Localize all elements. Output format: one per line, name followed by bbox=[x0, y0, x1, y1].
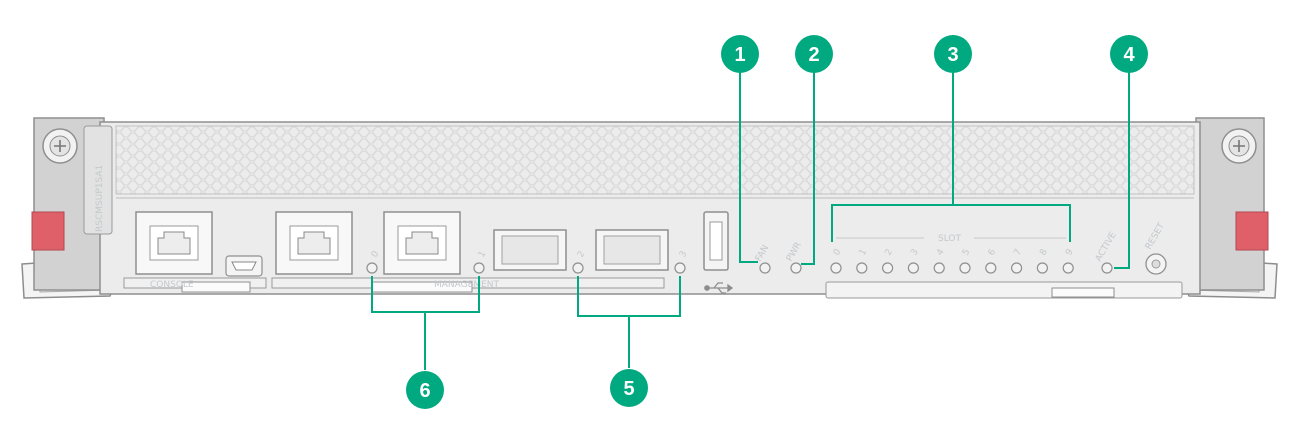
callout-6: 6 bbox=[406, 371, 444, 409]
slot-5-led bbox=[959, 262, 971, 274]
slot-6-led bbox=[985, 262, 997, 274]
slot-number-3: 3 bbox=[909, 248, 921, 258]
slot-number-7: 7 bbox=[1013, 248, 1025, 258]
callout-number: 3 bbox=[947, 44, 958, 66]
management-port-0[interactable] bbox=[275, 211, 353, 275]
callout-number: 5 bbox=[623, 378, 634, 400]
slot-number-5: 5 bbox=[961, 248, 973, 258]
slot-number-1: 1 bbox=[858, 248, 870, 258]
slot-4-led bbox=[933, 262, 945, 274]
slot-number-6: 6 bbox=[987, 247, 999, 257]
slot-7-led bbox=[1010, 262, 1023, 274]
callout-number: 1 bbox=[734, 44, 745, 66]
port-number-2: 2 bbox=[576, 250, 588, 260]
slot-8-led bbox=[1036, 262, 1049, 274]
callout-2: 2 bbox=[795, 35, 833, 73]
callout-5: 5 bbox=[610, 369, 648, 407]
slot-1-led bbox=[856, 262, 868, 274]
callout-leader-lines bbox=[371, 68, 1130, 370]
slot-number-4: 4 bbox=[935, 247, 947, 257]
sfp-port-2[interactable] bbox=[493, 229, 567, 271]
mini-usb-port[interactable] bbox=[225, 255, 263, 277]
right-retaining-tab bbox=[1235, 211, 1269, 251]
slot-0-led bbox=[830, 262, 842, 274]
right-captive-screw[interactable] bbox=[1221, 128, 1257, 164]
port-2-led bbox=[572, 262, 584, 274]
port-number-3: 3 bbox=[678, 250, 690, 260]
slot-9-led bbox=[1062, 262, 1074, 274]
slot-number-0: 0 bbox=[832, 247, 844, 257]
console-label: CONSOLE bbox=[150, 280, 194, 290]
callout-number: 6 bbox=[419, 380, 430, 402]
slot-led-group: 0 1 2 3 4 5 6 7 8 9 bbox=[830, 247, 1076, 274]
sfp-port-3[interactable] bbox=[595, 229, 669, 271]
management-label: MANAGEMENT bbox=[434, 280, 499, 290]
left-captive-screw[interactable] bbox=[42, 128, 78, 164]
slot-2-led bbox=[881, 262, 894, 274]
port-number-1: 1 bbox=[477, 250, 489, 260]
callout-number: 2 bbox=[808, 44, 819, 66]
port-3-led bbox=[674, 262, 686, 274]
callout-3: 3 bbox=[934, 35, 972, 73]
slot-label: SLOT bbox=[938, 234, 961, 244]
reset-button[interactable] bbox=[1145, 253, 1167, 275]
pwr-led bbox=[790, 262, 802, 274]
module-label: RSCMSUP1SA1 bbox=[95, 165, 105, 232]
module-label-plate: RSCMSUP1SA1 bbox=[83, 125, 113, 235]
left-retaining-tab bbox=[31, 211, 65, 251]
port-1-led bbox=[473, 262, 485, 274]
callout-1: 1 bbox=[721, 35, 759, 73]
slot-number-2: 2 bbox=[884, 248, 896, 258]
callout-4: 4 bbox=[1110, 35, 1148, 73]
management-port-1[interactable] bbox=[383, 211, 461, 275]
port-number-0: 0 bbox=[370, 249, 382, 259]
fan-led bbox=[759, 262, 771, 274]
callout-number: 4 bbox=[1123, 44, 1135, 66]
vent-grille bbox=[115, 125, 1195, 195]
slot-3-led bbox=[907, 262, 920, 274]
active-led bbox=[1101, 262, 1113, 274]
slot-number-9: 9 bbox=[1064, 247, 1076, 257]
usb-port[interactable] bbox=[703, 211, 729, 271]
slot-number-8: 8 bbox=[1038, 247, 1050, 257]
port-0-led bbox=[366, 262, 378, 274]
usb-icon bbox=[704, 282, 734, 294]
console-port[interactable] bbox=[135, 211, 213, 275]
